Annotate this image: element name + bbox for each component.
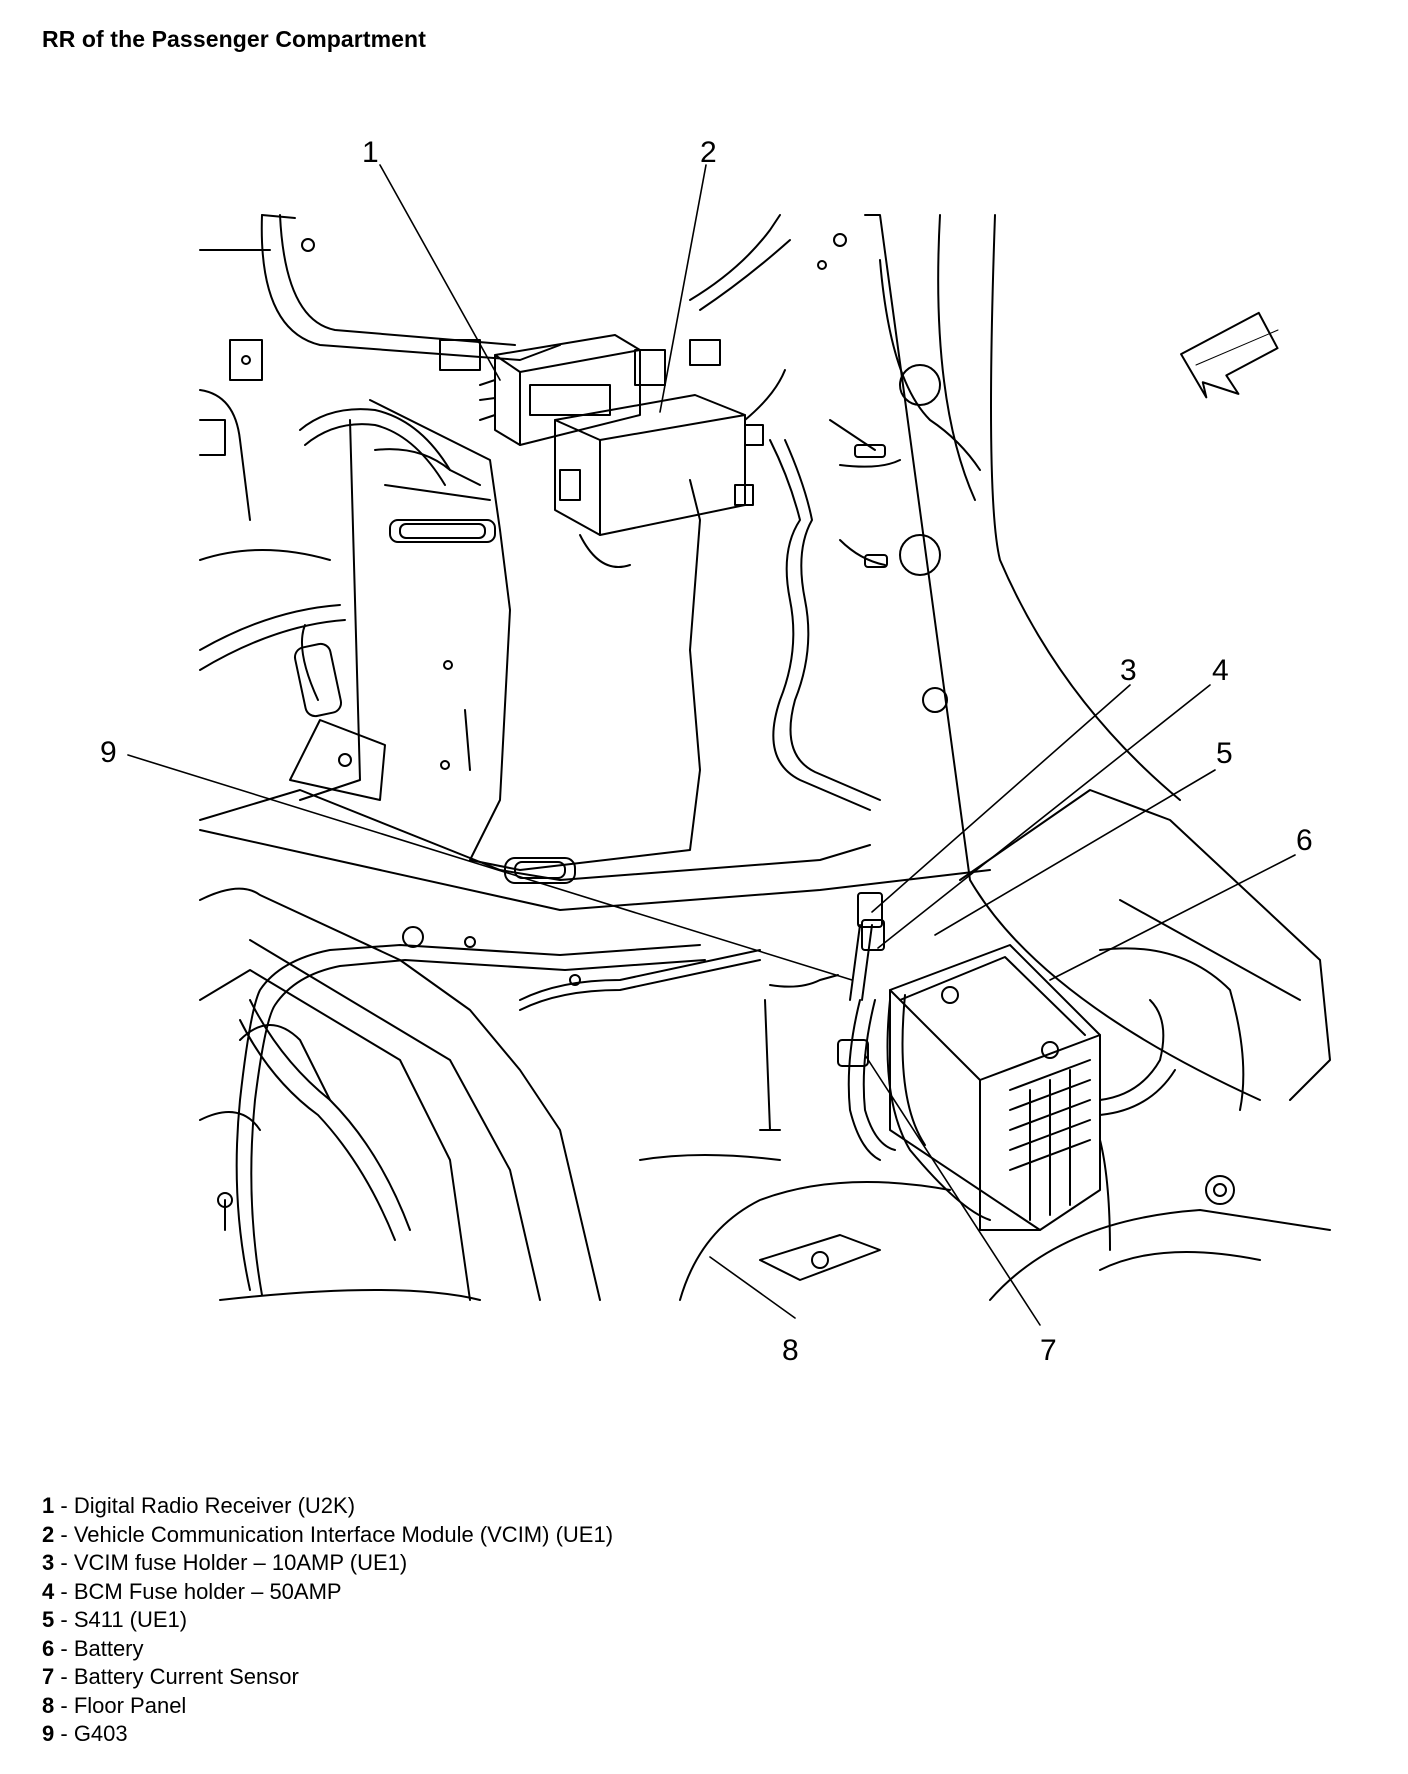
callout-5: 5 xyxy=(1216,737,1233,770)
callout-7: 7 xyxy=(1040,1334,1057,1367)
component-legend: 1 - Digital Radio Receiver (U2K) 2 - Veh… xyxy=(42,1492,613,1749)
callout-2: 2 xyxy=(700,136,717,169)
center-panel xyxy=(199,399,701,871)
callout-1: 1 xyxy=(362,136,379,169)
legend-item: 9 - G403 xyxy=(42,1721,128,1746)
callout-4: 4 xyxy=(1212,654,1229,687)
callout-6: 6 xyxy=(1296,824,1313,857)
digital-radio-receiver-module xyxy=(479,334,666,446)
legend-item: 3 - VCIM fuse Holder – 10AMP (UE1) xyxy=(42,1550,408,1575)
legend-item: 8 - Floor Panel xyxy=(42,1692,187,1718)
legend-item: 7 - Battery Current Sensor xyxy=(42,1664,299,1689)
page-title: RR of the Passenger Compartment xyxy=(42,26,426,52)
direction-arrow-icon xyxy=(1180,311,1279,399)
legend-item: 4 - BCM Fuse holder – 50AMP xyxy=(42,1578,342,1604)
floor-panel-area xyxy=(199,719,1331,1301)
wire-harness-lower xyxy=(235,944,706,1296)
rear-body-frame xyxy=(199,214,1261,1101)
wire-harness-upper xyxy=(299,408,901,811)
legend-item: 6 - Battery xyxy=(42,1635,144,1661)
callout-numbers: 1 2 3 4 5 6 7 8 9 xyxy=(100,136,1313,1367)
legend-item: 5 - S411 (UE1) xyxy=(42,1607,188,1632)
battery xyxy=(889,944,1176,1251)
callout-8: 8 xyxy=(782,1334,799,1367)
legend-item: 1 - Digital Radio Receiver (U2K) xyxy=(42,1493,356,1518)
callout-leaders xyxy=(127,164,1296,1326)
callout-3: 3 xyxy=(1120,654,1137,687)
callout-9: 9 xyxy=(100,736,117,769)
legend-item: 2 - Vehicle Communication Interface Modu… xyxy=(42,1521,614,1547)
battery-cable-and-sensor xyxy=(759,892,991,1221)
vcim-module xyxy=(554,369,786,568)
